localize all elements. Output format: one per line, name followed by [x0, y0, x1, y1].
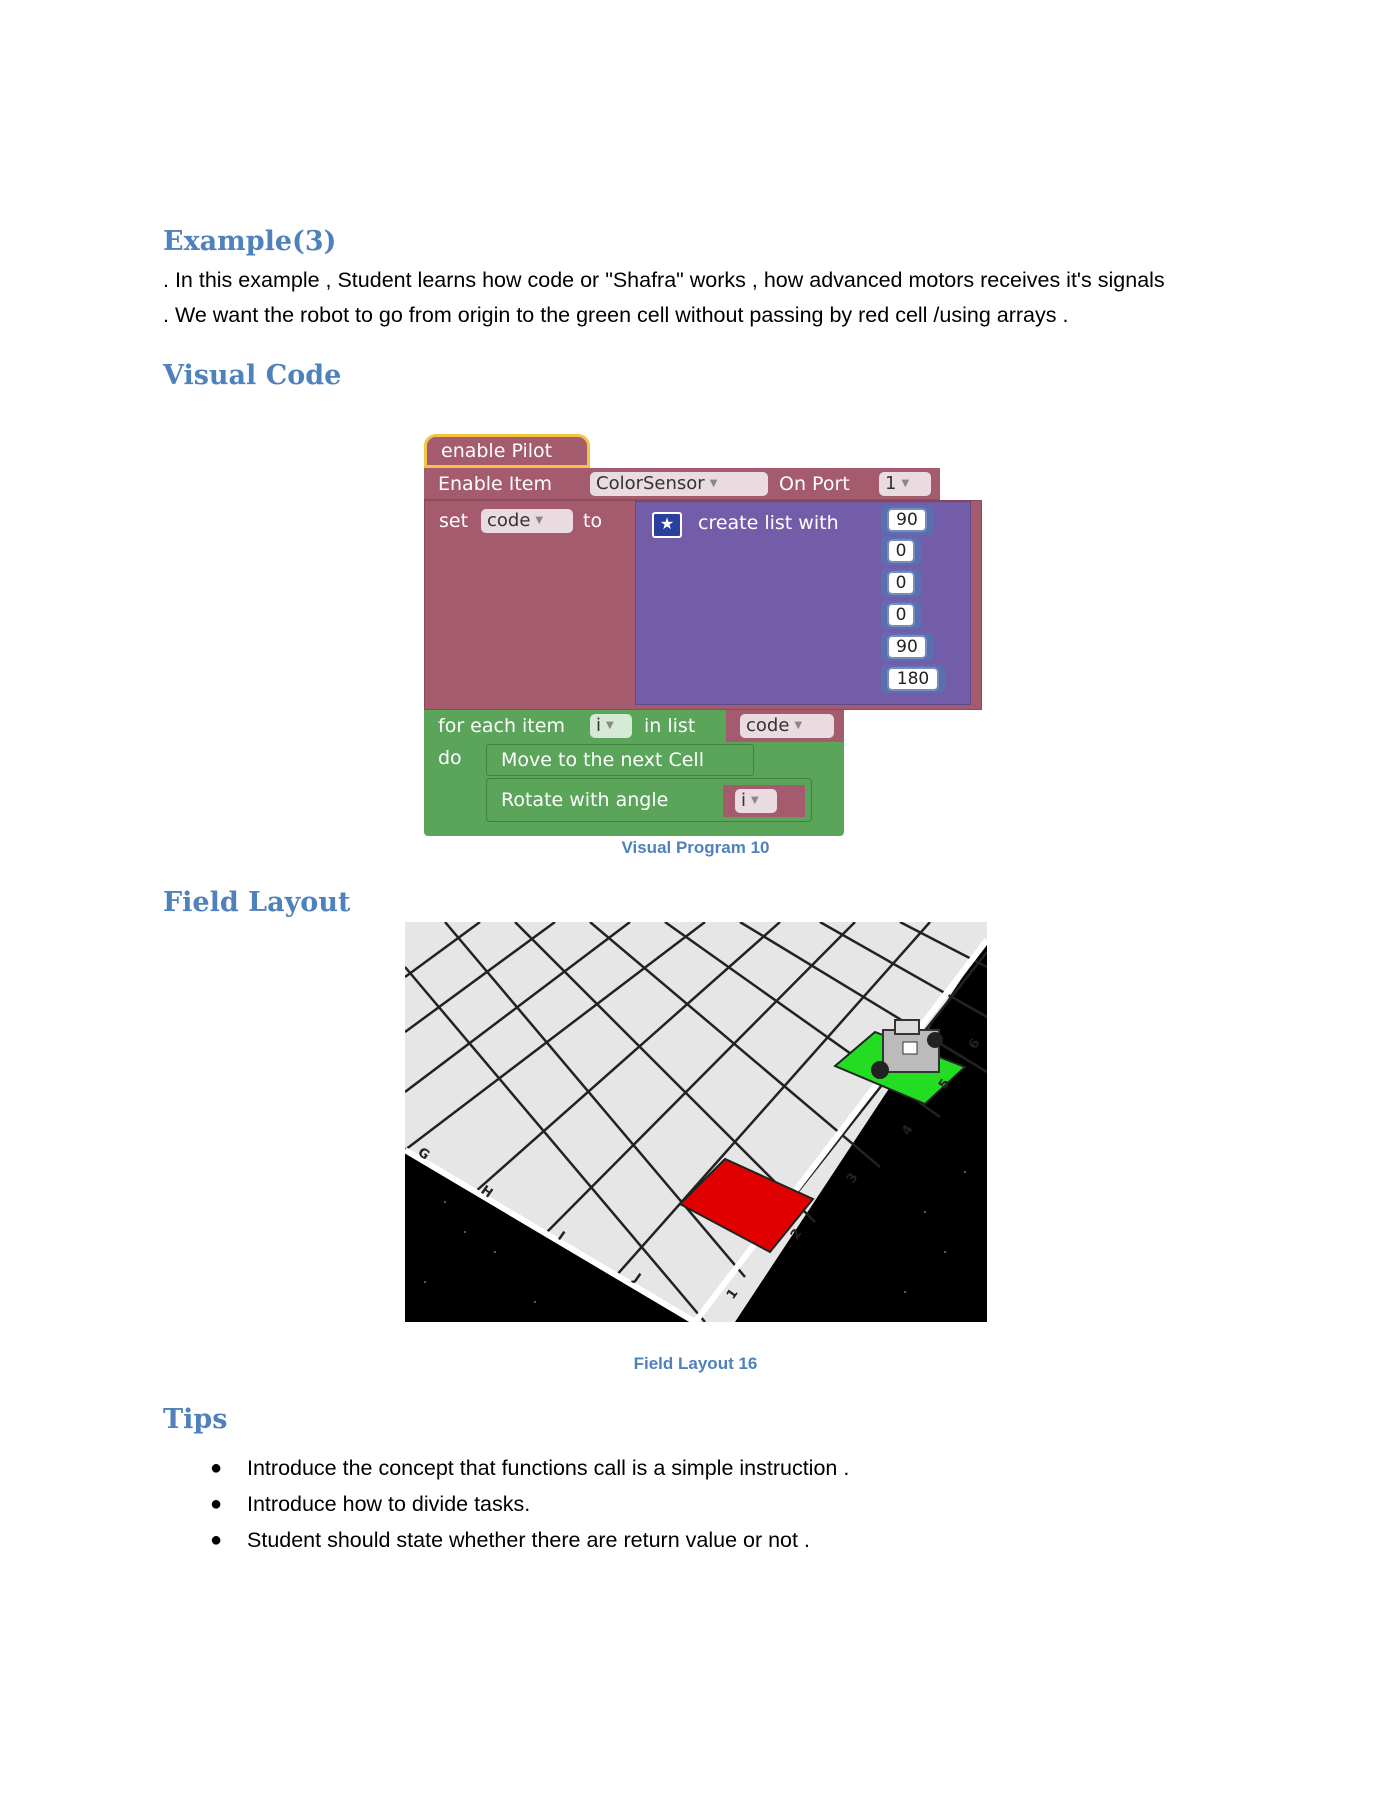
rotate-block: Rotate with angle i▼: [486, 778, 812, 822]
sensor-dropdown[interactable]: ColorSensor▼: [590, 472, 768, 496]
create-list-label: create list with: [698, 512, 839, 534]
loop-variable-dropdown[interactable]: i▼: [590, 714, 632, 738]
col-label: 3: [844, 1170, 861, 1186]
do-label: do: [438, 747, 462, 769]
tips-title: Tips: [163, 1404, 228, 1435]
rotate-variable-dropdown[interactable]: i▼: [735, 789, 777, 813]
enable-pilot-label: enable Pilot: [441, 440, 553, 462]
col-label: 6: [966, 1036, 983, 1052]
enable-pilot-block: enable Pilot: [424, 434, 590, 468]
tips-list: ●Introduce the concept that functions ca…: [210, 1450, 849, 1558]
set-label: set: [439, 510, 469, 532]
set-variable-block: set code▼ to ★ create list with 90 0 0 0…: [424, 500, 982, 710]
visual-program-caption: Visual Program 10: [621, 838, 770, 857]
for-each-block: for each item i▼ in list code▼ do Move t…: [424, 710, 844, 836]
bullet-icon: ●: [210, 1457, 223, 1479]
list-value[interactable]: 0: [887, 539, 915, 563]
robot-icon: [871, 1019, 943, 1079]
rotate-label: Rotate with angle: [501, 789, 669, 811]
visual-code-title: Visual Code: [163, 360, 342, 391]
tip-item: ●Introduce how to divide tasks.: [210, 1486, 849, 1522]
star-icon[interactable]: ★: [652, 512, 682, 538]
on-port-label: On Port: [779, 473, 850, 495]
enable-item-block: Enable Item ColorSensor▼ On Port 1▼: [424, 468, 940, 500]
list-variable-dropdown[interactable]: code▼: [740, 714, 834, 738]
set-variable-dropdown[interactable]: code▼: [481, 509, 573, 533]
field-layout-title: Field Layout: [163, 887, 351, 918]
move-label: Move to the next Cell: [501, 749, 704, 771]
col-label: 4: [899, 1122, 916, 1138]
tip-item: ●Introduce the concept that functions ca…: [210, 1450, 849, 1486]
example-text-line-1: . In this example , Student learns how c…: [163, 268, 1165, 292]
example-text-line-2: . We want the robot to go from origin to…: [163, 303, 1069, 327]
enable-item-label: Enable Item: [438, 473, 553, 495]
list-value[interactable]: 0: [887, 603, 915, 627]
list-value[interactable]: 90: [887, 635, 927, 659]
field-grid-image: G H I J 1 2 3 4 5 6: [405, 922, 987, 1322]
list-value[interactable]: 180: [887, 667, 939, 691]
for-each-label: for each item: [438, 715, 565, 737]
move-next-cell-block: Move to the next Cell: [486, 744, 754, 776]
field-layout-caption: Field Layout 16: [633, 1354, 758, 1373]
example-title: Example(3): [163, 226, 337, 257]
to-label: to: [583, 510, 603, 532]
tip-item: ●Student should state whether there are …: [210, 1522, 849, 1558]
col-label: 2: [788, 1226, 805, 1242]
in-list-label: in list: [644, 715, 696, 737]
bullet-icon: ●: [210, 1493, 223, 1515]
list-value[interactable]: 0: [887, 571, 915, 595]
port-dropdown[interactable]: 1▼: [879, 472, 931, 496]
bullet-icon: ●: [210, 1529, 223, 1551]
visual-program-figure: enable Pilot Enable Item ColorSensor▼ On…: [420, 432, 990, 840]
list-value[interactable]: 90: [887, 508, 927, 532]
field-layout-figure: G H I J 1 2 3 4 5 6: [405, 922, 987, 1322]
